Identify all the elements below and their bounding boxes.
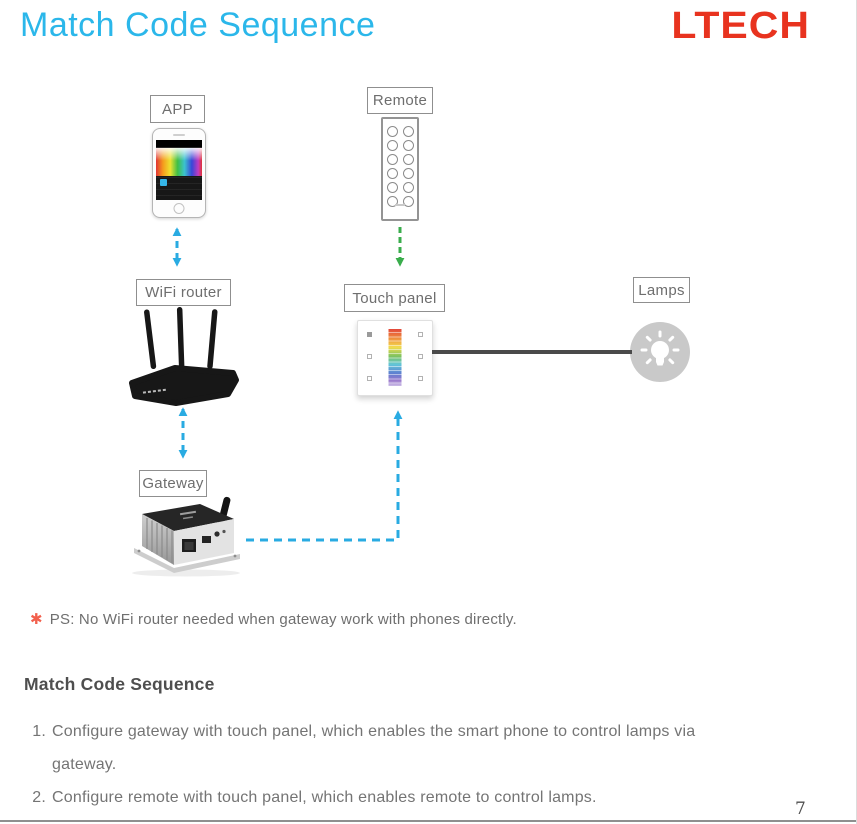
phone-speaker <box>173 134 185 136</box>
instruction-item: 1. Configure gateway with touch panel, w… <box>24 715 824 781</box>
item-number: 2. <box>32 789 46 806</box>
touch-panel-color-strip <box>388 329 402 386</box>
phone-active-key <box>160 179 167 186</box>
label-lamps: Lamps <box>633 277 690 303</box>
connector-gateway-touch <box>246 410 403 542</box>
ltech-logo: LTECH <box>671 4 810 47</box>
item-text: Configure remote with touch panel, which… <box>52 789 597 806</box>
remote-button-dot <box>386 140 398 151</box>
instruction-item: 2. Configure remote with touch panel, wh… <box>24 781 824 814</box>
touch-panel-key-mark <box>418 332 423 337</box>
remote-icon <box>381 117 419 221</box>
instructions-section: Match Code Sequence 1. Configure gateway… <box>24 674 824 814</box>
phone-screen <box>156 140 202 200</box>
label-remote: Remote <box>367 87 433 114</box>
label-gateway: Gateway <box>139 470 207 497</box>
touch-panel-icon <box>357 320 433 396</box>
page-title: Match Code Sequence <box>20 6 376 44</box>
gateway-icon <box>132 496 240 577</box>
touch-panel-key-mark <box>367 376 372 381</box>
wifi-router-icon <box>129 307 239 406</box>
phone-statusbar <box>156 140 202 148</box>
bulb-glyph <box>640 330 680 366</box>
remote-button-dot <box>386 182 398 193</box>
instructions-list: 1. Configure gateway with touch panel, w… <box>24 715 824 814</box>
label-app: APP <box>150 95 205 123</box>
lamp-icon <box>630 322 690 382</box>
asterisk-icon: ✱ <box>30 611 43 628</box>
ps-note-text: PS: No WiFi router needed when gateway w… <box>49 611 517 628</box>
remote-button-dot <box>386 196 398 207</box>
ps-note: ✱ PS: No WiFi router needed when gateway … <box>30 610 517 628</box>
remote-buttons <box>383 119 417 207</box>
touch-panel-key-mark <box>418 376 423 381</box>
remote-brand-mark <box>395 204 405 206</box>
page-number: 7 <box>795 799 806 819</box>
remote-button-dot <box>386 154 398 165</box>
remote-button-dot <box>402 196 414 207</box>
remote-button-dot <box>402 154 414 165</box>
item-text: Configure gateway with touch panel, whic… <box>52 723 696 773</box>
footer-rule <box>0 820 856 822</box>
touch-panel-key-mark <box>418 354 423 359</box>
phone-keypad <box>156 176 202 200</box>
remote-button-dot <box>402 168 414 179</box>
remote-button-dot <box>402 140 414 151</box>
phone-home-button <box>173 203 185 214</box>
item-number: 1. <box>32 723 46 740</box>
label-wifi-router: WiFi router <box>136 279 231 306</box>
remote-button-dot <box>386 168 398 179</box>
match-code-diagram: APP Remote WiFi router Touch panel Lamps… <box>0 60 856 612</box>
remote-button-dot <box>402 182 414 193</box>
touch-panel-key-mark <box>367 332 372 337</box>
phone-color-picker <box>156 148 202 176</box>
touch-panel-key-mark <box>367 354 372 359</box>
label-touch-panel: Touch panel <box>344 284 445 312</box>
smartphone-icon <box>152 128 206 218</box>
instructions-heading: Match Code Sequence <box>24 674 215 694</box>
remote-button-dot <box>386 126 398 137</box>
remote-button-dot <box>402 126 414 137</box>
